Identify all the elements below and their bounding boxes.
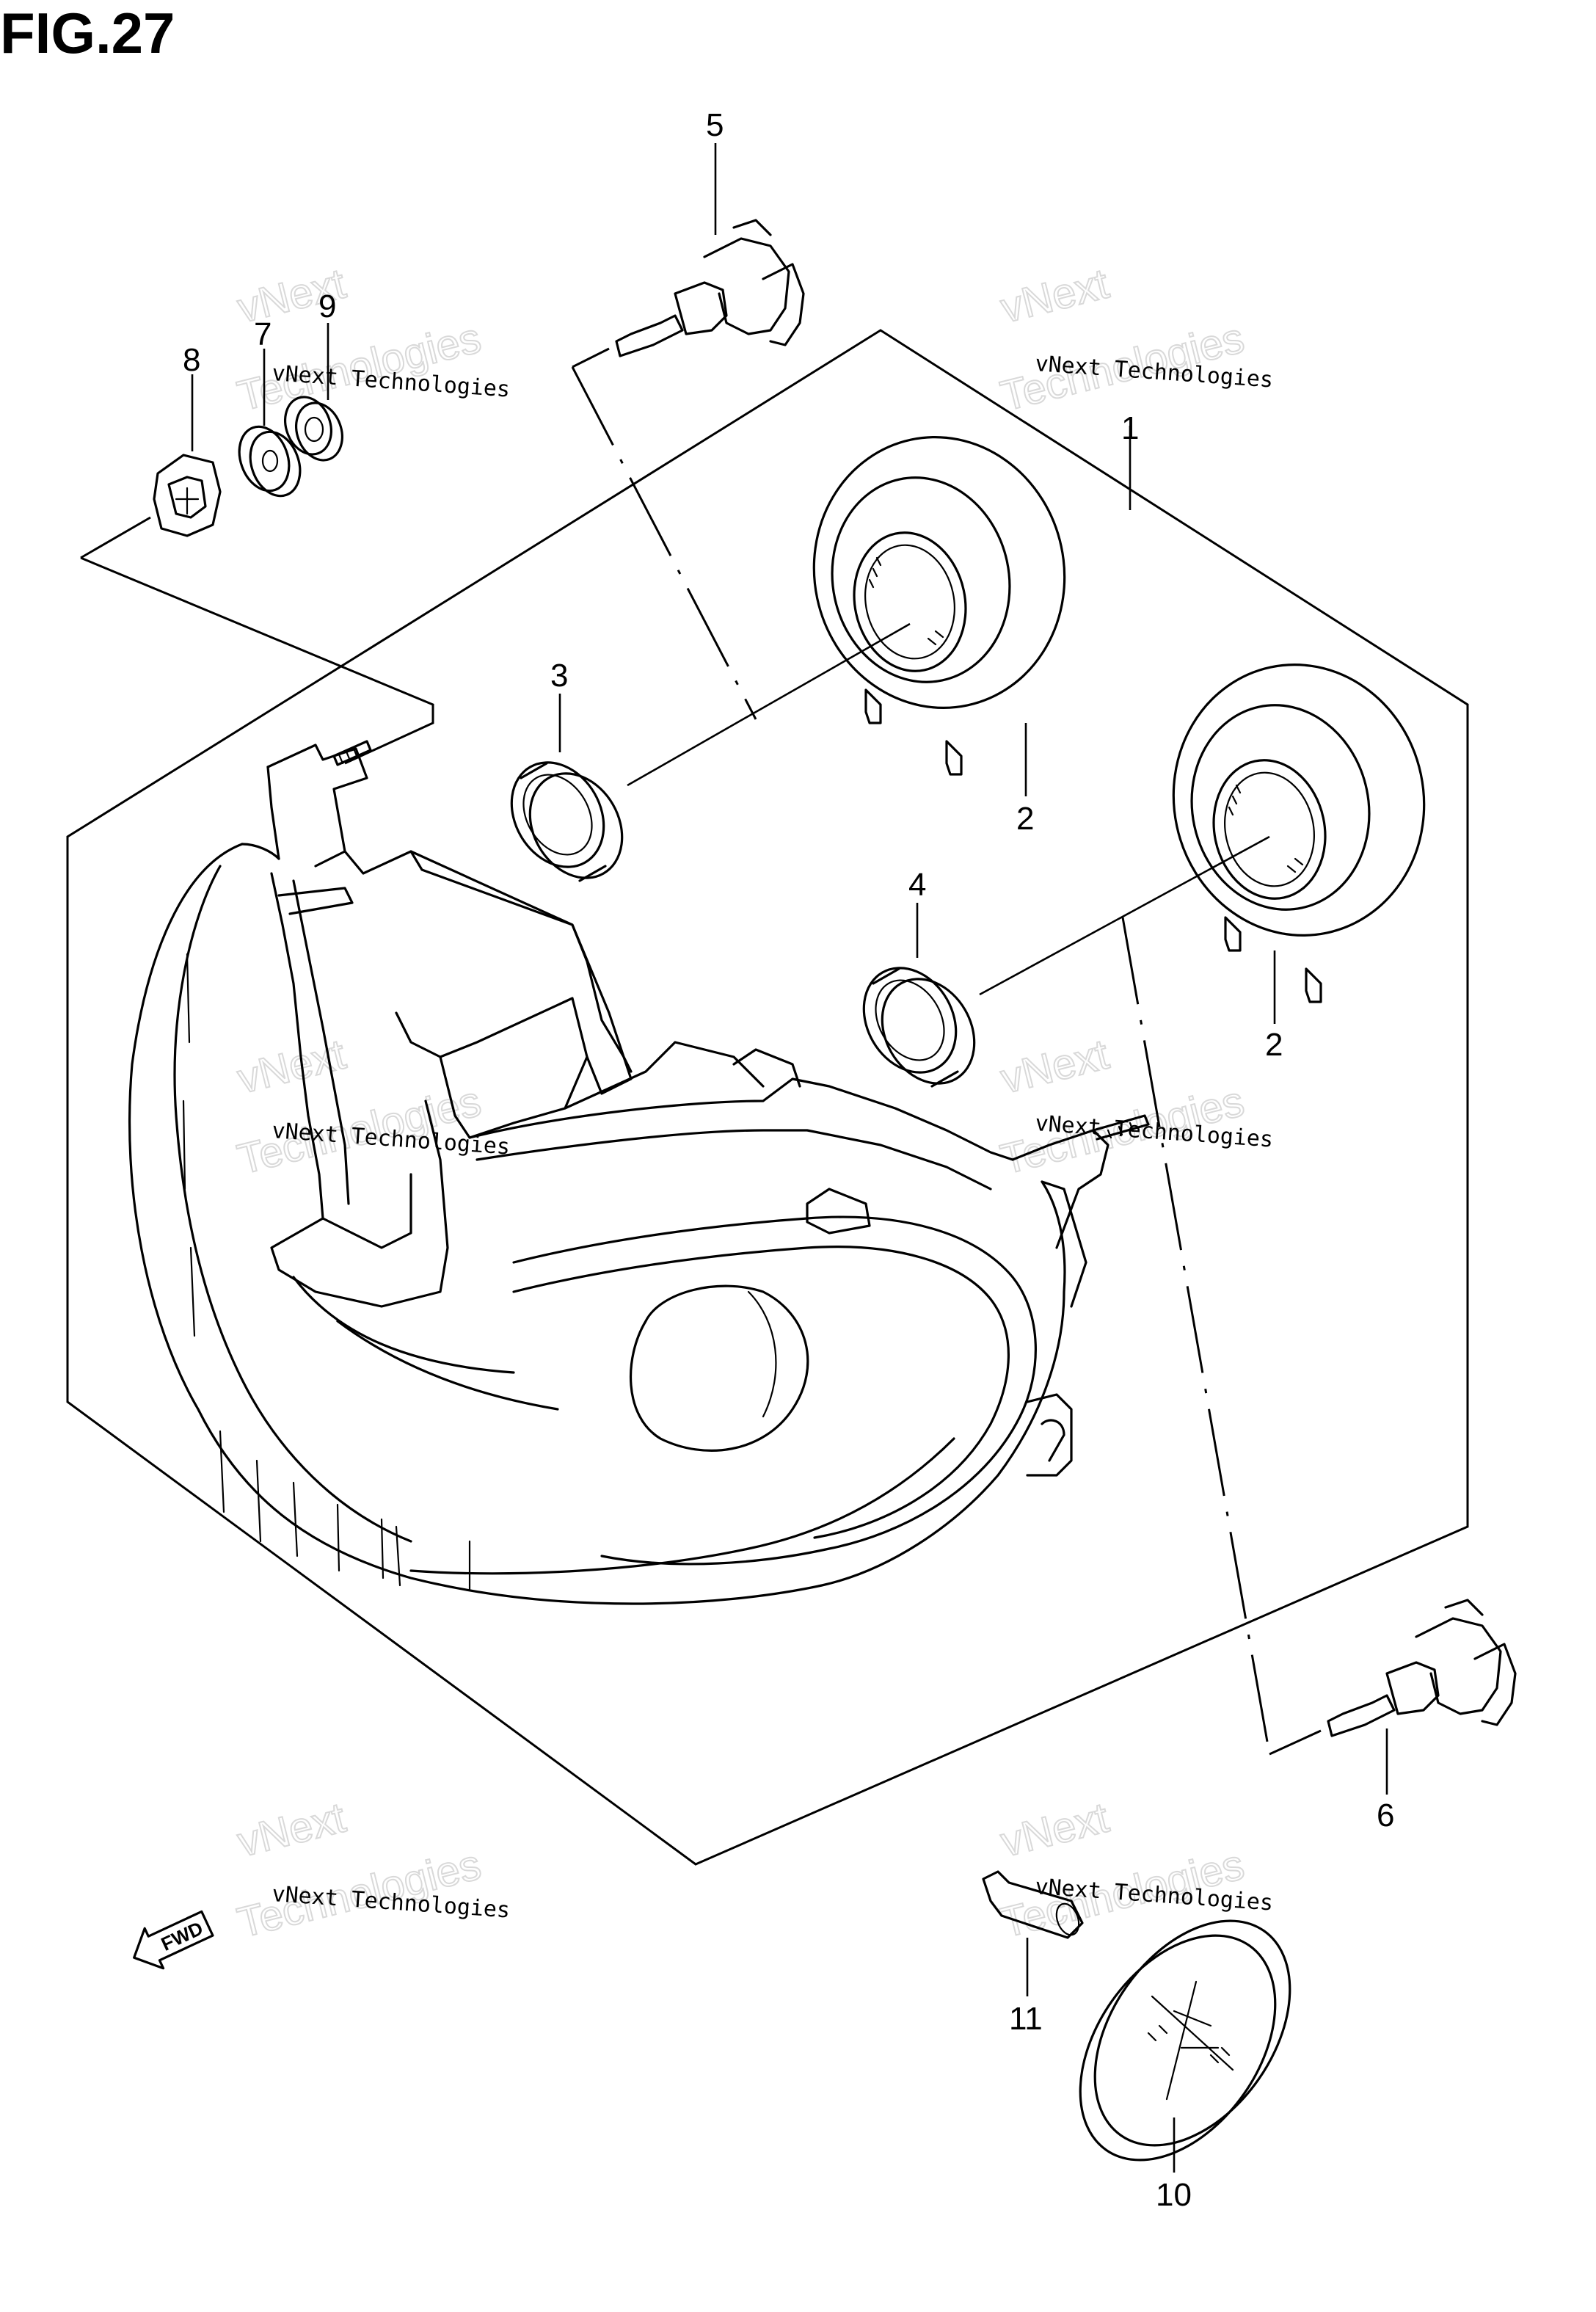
hardware-group-bracket <box>80 516 434 765</box>
socket-upper <box>812 436 1066 776</box>
bulb-5 <box>615 219 805 357</box>
svg-text:vNext: vNext <box>996 1794 1113 1866</box>
forward-direction-badge: FWD <box>133 1910 214 1970</box>
grommet-8 <box>153 454 222 537</box>
svg-text:vNext: vNext <box>996 260 1113 332</box>
bulb-5-assembly-line <box>571 366 757 720</box>
callout-2-lower: 2 <box>1265 1027 1283 1063</box>
socket-upper-axis <box>627 622 911 787</box>
figure-title: FIG.27 <box>0 1 175 65</box>
watermark-mid-right: vNext Technologies vNext Technologies <box>995 1030 1274 1185</box>
watermark-top-left: vNext Technologies vNext Technologies <box>232 259 511 421</box>
watermark-bottom-right: vNext Technologies vNext Technologies <box>995 1793 1274 1948</box>
socket-lower <box>1172 664 1426 1003</box>
forward-arrow-icon <box>133 1910 214 1970</box>
headlight-housing <box>128 740 1150 1605</box>
pin-11 <box>982 1870 1084 1939</box>
callout-10: 10 <box>1156 2177 1192 2213</box>
bulb-6-bracket <box>1269 1729 1322 1756</box>
watermark-top-right: vNext Technologies vNext Technologies <box>995 259 1274 421</box>
ring-3 <box>510 761 624 882</box>
bulb-6 <box>1327 1599 1517 1737</box>
svg-text:vNext: vNext <box>996 1030 1113 1103</box>
callout-1: 1 <box>1121 410 1139 446</box>
callout-9: 9 <box>318 288 336 324</box>
callout-7: 7 <box>254 316 272 352</box>
bulb-6-assembly-line <box>1121 917 1271 1755</box>
callout-3: 3 <box>550 658 568 694</box>
nut-9 <box>284 396 343 462</box>
callout-4: 4 <box>908 867 926 903</box>
ring-4 <box>862 967 976 1088</box>
callout-11: 11 <box>1009 2001 1043 2037</box>
callout-6: 6 <box>1377 1797 1394 1833</box>
svg-text:vNext: vNext <box>233 1030 350 1103</box>
callout-5: 5 <box>706 107 724 143</box>
washer-7 <box>238 425 302 498</box>
socket-lower-axis <box>979 835 1270 996</box>
watermark-mid-left: vNext Technologies vNext Technologies <box>232 1030 511 1185</box>
cap-10 <box>1079 1919 1291 2162</box>
callout-2-upper: 2 <box>1016 801 1034 837</box>
callout-8: 8 <box>183 342 200 378</box>
watermark-bottom-left: vNext Technologies vNext Technologies <box>232 1793 511 1948</box>
svg-text:vNext: vNext <box>233 1794 350 1866</box>
assembly-frame <box>66 329 1469 1866</box>
bulb-5-bracket <box>572 347 610 368</box>
